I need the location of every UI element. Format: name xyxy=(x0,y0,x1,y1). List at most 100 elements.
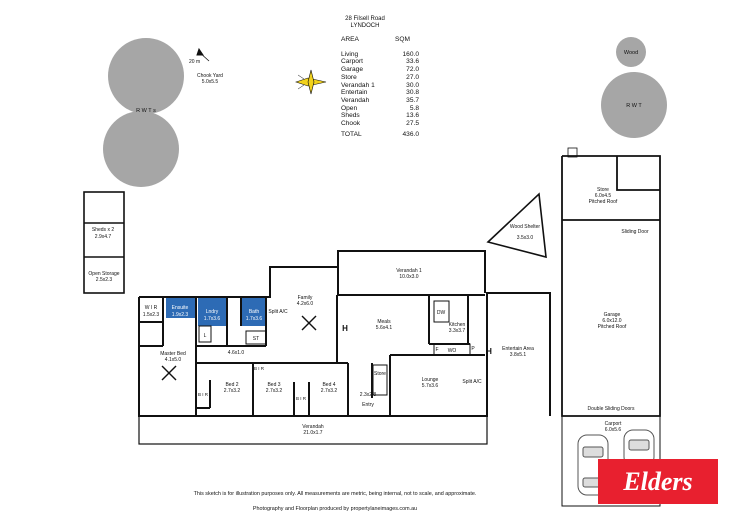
area-row-value: 13.6 xyxy=(406,112,419,120)
open-storage-name: Open Storage xyxy=(88,271,119,277)
scale-arrow-icon xyxy=(196,47,210,62)
hall-dim: 4.6x1.0 xyxy=(228,350,245,356)
carport-dim: 6.0x5.6 xyxy=(605,427,622,433)
garage-name: Garage xyxy=(604,312,621,318)
area-row-label: Garage xyxy=(341,66,363,74)
bir-label: B I R xyxy=(296,396,307,401)
area-row-value: 5.8 xyxy=(409,104,419,112)
bir-label: B I R xyxy=(198,392,209,397)
rainwater-tank-circle xyxy=(108,38,184,114)
meals-dim: 5.6x4.1 xyxy=(376,325,393,331)
store-roof: Pitched Roof xyxy=(589,199,618,205)
master-bed-name: Master Bed xyxy=(160,351,186,357)
family-dim: 4.2x6.0 xyxy=(297,301,314,307)
wood-tree-circle xyxy=(616,37,646,67)
area-row-label: Verandah xyxy=(341,96,370,104)
lndry-name: Lndry xyxy=(206,309,219,315)
chook-yard-dim: 5.0x5.5 xyxy=(202,79,219,85)
ensuite-name: Ensuite xyxy=(172,305,189,311)
wet-area-fills xyxy=(166,296,266,326)
sheds-structure xyxy=(83,191,125,294)
sliding-door-label: Sliding Door xyxy=(621,229,649,235)
area-row-value: 160.0 xyxy=(402,50,419,58)
address-header: 28 Filsell Road LYNDOCH xyxy=(300,16,430,30)
bed2-dim: 2.7x3.2 xyxy=(224,388,241,394)
store-name: Store xyxy=(597,187,609,193)
rwts-label: R W T s xyxy=(136,108,156,114)
entry-dim: 2.3x2.8 xyxy=(360,392,377,398)
area-row-label: Carport xyxy=(341,58,363,66)
verandah1-dim: 10.0x3.0 xyxy=(399,274,418,280)
area-col-header: AREA xyxy=(341,36,359,43)
split-ac-label: Split A/C xyxy=(268,309,288,315)
f-label: F xyxy=(435,347,438,353)
wood-shelter-dim: 3.5x3.0 xyxy=(517,235,534,241)
bir-label: B I R xyxy=(254,366,265,371)
elders-logo: Elders xyxy=(598,459,718,504)
area-row: Verandah 35.7 xyxy=(341,97,423,105)
meals-name: Meals xyxy=(377,319,391,325)
bir-labels: B I R B I R B I R xyxy=(198,366,307,401)
verandah-outline xyxy=(138,415,488,445)
area-row-value: 27.0 xyxy=(406,73,419,81)
area-total-row: TOTAL 436.0 xyxy=(341,131,423,139)
entertain-dim: 3.8x5.1 xyxy=(510,352,527,358)
area-table: AREA SQM Living 160.0 Carport 33.6 Garage 7… xyxy=(341,36,423,138)
master-bed-dim: 4.1x5.0 xyxy=(165,357,182,363)
compass-icon xyxy=(295,69,327,95)
kitchen-dim: 3.3x3.7 xyxy=(449,328,466,334)
entry-name: Entry xyxy=(362,402,374,408)
area-row-value: 33.6 xyxy=(406,58,419,66)
kitchen-name: Kitchen xyxy=(449,322,466,328)
carport-name: Carport xyxy=(605,421,622,427)
double-sliding-label: Double Sliding Doors xyxy=(588,406,635,412)
store-dim: 6.0x4.5 xyxy=(595,193,612,199)
wir-dim: 1.5x2.3 xyxy=(143,312,160,318)
sheds-dim: 2.9x4.7 xyxy=(95,234,112,240)
area-row: Living 160.0 xyxy=(341,51,423,59)
area-row-value: 27.5 xyxy=(406,120,419,128)
l-label: L xyxy=(204,333,207,339)
area-row-value: 72.0 xyxy=(406,66,419,74)
bath-dim: 1.7x3.6 xyxy=(246,316,263,322)
hallway-marker: H xyxy=(342,324,348,333)
garage-roof: Pitched Roof xyxy=(598,324,627,330)
bed3-dim: 2.7x3.2 xyxy=(266,388,283,394)
area-row: Chook 27.5 xyxy=(341,120,423,128)
bed4-dim: 2.7x3.2 xyxy=(321,388,338,394)
bed2-name: Bed 2 xyxy=(225,382,238,388)
area-row: Carport 33.6 xyxy=(341,58,423,66)
area-row-label: Chook xyxy=(341,120,361,128)
dw-label: DW xyxy=(437,310,446,316)
wood-label: Wood xyxy=(624,50,638,56)
area-row-value: 35.7 xyxy=(406,96,419,104)
bath-name: Bath xyxy=(249,309,260,315)
area-row-label: Store xyxy=(341,73,357,81)
st-label: ST xyxy=(253,336,259,342)
sqm-col-header: SQM xyxy=(395,36,411,43)
area-row: Store 27.0 xyxy=(341,74,423,82)
elders-logo-text: Elders xyxy=(623,467,693,496)
credit-text: Photography and Floorplan produced by pr… xyxy=(252,506,418,512)
area-total-value: 436.0 xyxy=(402,130,419,138)
garage-dim: 6.0x12.0 xyxy=(602,318,621,324)
store-small-label: Store xyxy=(374,371,386,377)
disclaimer-text: This sketch is for illustration purposes… xyxy=(193,491,477,497)
area-row: Sheds 13.6 xyxy=(341,112,423,120)
hallway-marker: H xyxy=(486,347,492,356)
ceiling-fan-icon xyxy=(161,365,177,381)
split-ac-lounge-label: Split A/C xyxy=(462,379,482,385)
wood-shelter-outline xyxy=(486,192,547,259)
bed4-name: Bed 4 xyxy=(322,382,335,388)
verandah-dim: 21.0x1.7 xyxy=(303,430,322,436)
area-table-header: AREA SQM xyxy=(341,36,423,44)
area-row-label: Sheds xyxy=(341,112,360,120)
wood-shelter-name: Wood Shelter xyxy=(510,224,541,230)
chook-yard-name: Chook Yard xyxy=(197,73,223,79)
area-row-label: Living xyxy=(341,50,359,58)
lounge-dim: 5.7x3.6 xyxy=(422,383,439,389)
area-total-label: TOTAL xyxy=(341,130,362,138)
scale-label: 20 m xyxy=(189,59,200,65)
